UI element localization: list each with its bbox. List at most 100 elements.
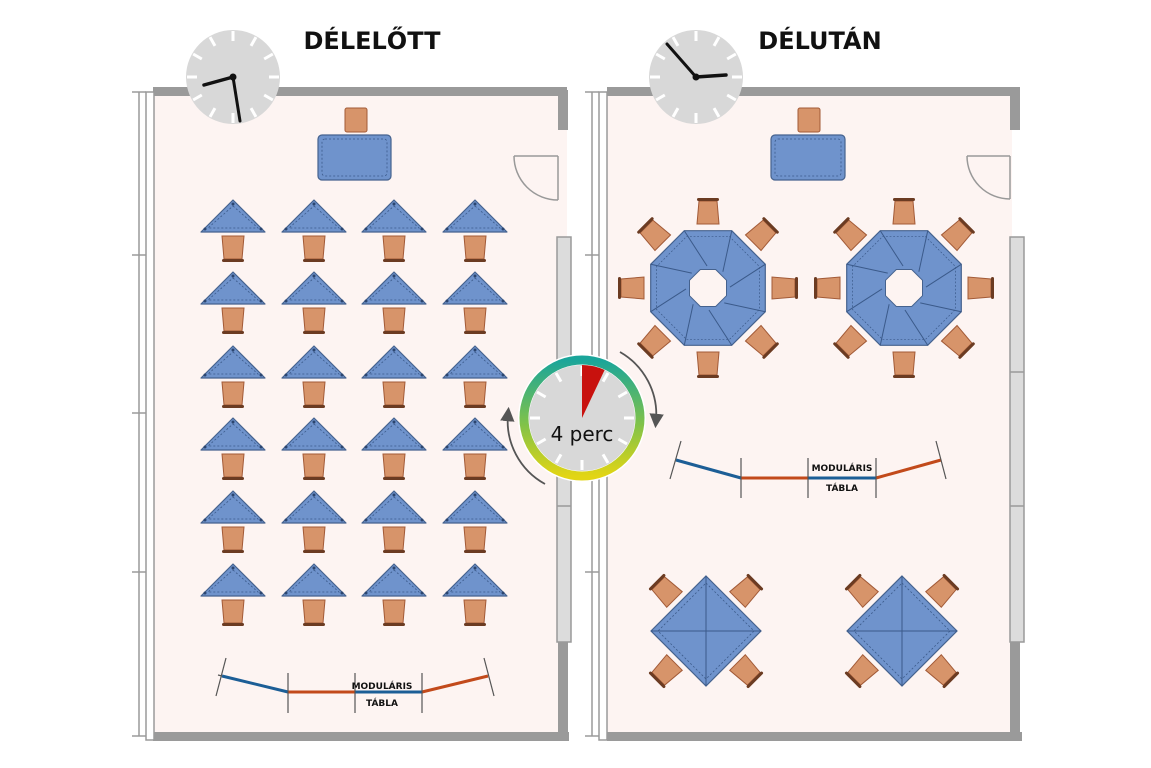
chair xyxy=(728,653,764,689)
triangle-desk xyxy=(361,490,427,524)
chair xyxy=(382,599,406,626)
chair xyxy=(463,235,487,262)
afternoon-room-window-right xyxy=(1009,236,1025,643)
chair xyxy=(382,453,406,480)
chair xyxy=(696,198,720,225)
afternoon-room-wall-bottom xyxy=(607,732,1022,741)
afternoon-modular-board: MODULÁRIS TÁBLA xyxy=(669,440,947,498)
triangle-desk xyxy=(200,345,266,379)
rotate-arrow-icon xyxy=(619,351,664,429)
door-icon xyxy=(513,155,559,201)
chair xyxy=(618,276,645,300)
chair xyxy=(771,276,798,300)
morning-desk-grid xyxy=(200,199,508,626)
afternoon-board-label-bottom: TÁBLA xyxy=(826,482,858,494)
chair xyxy=(924,653,960,689)
triangle-desk xyxy=(281,563,347,597)
teacher-chair xyxy=(344,107,368,133)
morning-room-wall-left xyxy=(145,91,155,741)
triangle-desk xyxy=(200,417,266,451)
triangle-desk xyxy=(200,271,266,305)
chair xyxy=(382,381,406,408)
morning-title: DÉLELŐTT xyxy=(304,25,442,55)
chair xyxy=(463,599,487,626)
chair xyxy=(648,573,684,609)
chair xyxy=(382,526,406,553)
wall-clock-icon xyxy=(649,30,743,124)
chair xyxy=(814,276,841,300)
chair xyxy=(302,599,326,626)
chair xyxy=(844,653,880,689)
morning-room-wall-top xyxy=(153,87,567,96)
chair xyxy=(940,324,975,359)
chair xyxy=(302,381,326,408)
triangle-desk xyxy=(200,199,266,233)
triangle-desk xyxy=(442,417,508,451)
triangle-desk xyxy=(361,417,427,451)
morning-modular-board: MODULÁRIS TÁBLA xyxy=(215,657,495,713)
triangle-desk xyxy=(442,271,508,305)
rotate-arrow-icon xyxy=(500,406,546,485)
morning-board-label-top: MODULÁRIS xyxy=(352,680,413,692)
chair xyxy=(463,526,487,553)
triangle-desk xyxy=(281,490,347,524)
afternoon-group-tables xyxy=(618,198,994,689)
chair xyxy=(744,217,779,252)
chair xyxy=(221,526,245,553)
chair xyxy=(302,453,326,480)
afternoon-room-wall-right-top xyxy=(1010,90,1020,130)
chair xyxy=(728,573,764,609)
chair xyxy=(892,351,916,378)
chair xyxy=(221,599,245,626)
timer-elapsed-wedge xyxy=(582,364,605,418)
teacher-chair xyxy=(797,107,821,133)
triangle-desk xyxy=(361,199,427,233)
chair xyxy=(302,307,326,334)
chair xyxy=(833,324,868,359)
triangle-desk xyxy=(281,199,347,233)
triangle-desk xyxy=(442,345,508,379)
triangle-desk xyxy=(281,271,347,305)
countdown-timer-icon: 4 perc xyxy=(518,354,646,482)
chair xyxy=(637,324,672,359)
chair xyxy=(648,653,684,689)
triangle-desk xyxy=(361,345,427,379)
chair xyxy=(463,453,487,480)
chair xyxy=(302,526,326,553)
diamond-group-table xyxy=(648,573,764,689)
afternoon-title: DÉLUTÁN xyxy=(758,26,881,55)
wall-clock-icon xyxy=(186,30,280,124)
morning-room: MODULÁRIS TÁBLA xyxy=(132,87,572,741)
chair xyxy=(924,573,960,609)
afternoon-room-wall-top xyxy=(607,87,1020,96)
chair xyxy=(696,351,720,378)
chair xyxy=(221,453,245,480)
chair xyxy=(940,217,975,252)
timer-label: 4 perc xyxy=(551,422,614,446)
afternoon-board-label-top: MODULÁRIS xyxy=(812,462,873,474)
triangle-desk xyxy=(361,563,427,597)
teacher-desk xyxy=(317,134,392,181)
chair xyxy=(221,235,245,262)
chair xyxy=(221,307,245,334)
triangle-desk xyxy=(281,345,347,379)
chair xyxy=(844,573,880,609)
morning-board-label-bottom: TÁBLA xyxy=(366,697,398,709)
chair xyxy=(463,381,487,408)
afternoon-room: MODULÁRIS TÁBLA xyxy=(585,87,1025,741)
triangle-desk xyxy=(442,490,508,524)
triangle-desk xyxy=(442,199,508,233)
chair xyxy=(221,381,245,408)
morning-room-floor xyxy=(153,95,567,733)
triangle-desk xyxy=(442,563,508,597)
diamond-group-table xyxy=(844,573,960,689)
octagon-group-table xyxy=(618,198,798,378)
chair xyxy=(302,235,326,262)
octagon-group-table xyxy=(814,198,994,378)
triangle-desk xyxy=(281,417,347,451)
chair xyxy=(637,217,672,252)
chair xyxy=(967,276,994,300)
door-icon xyxy=(966,155,1011,200)
chair xyxy=(382,235,406,262)
morning-room-wall-bottom xyxy=(153,732,569,741)
